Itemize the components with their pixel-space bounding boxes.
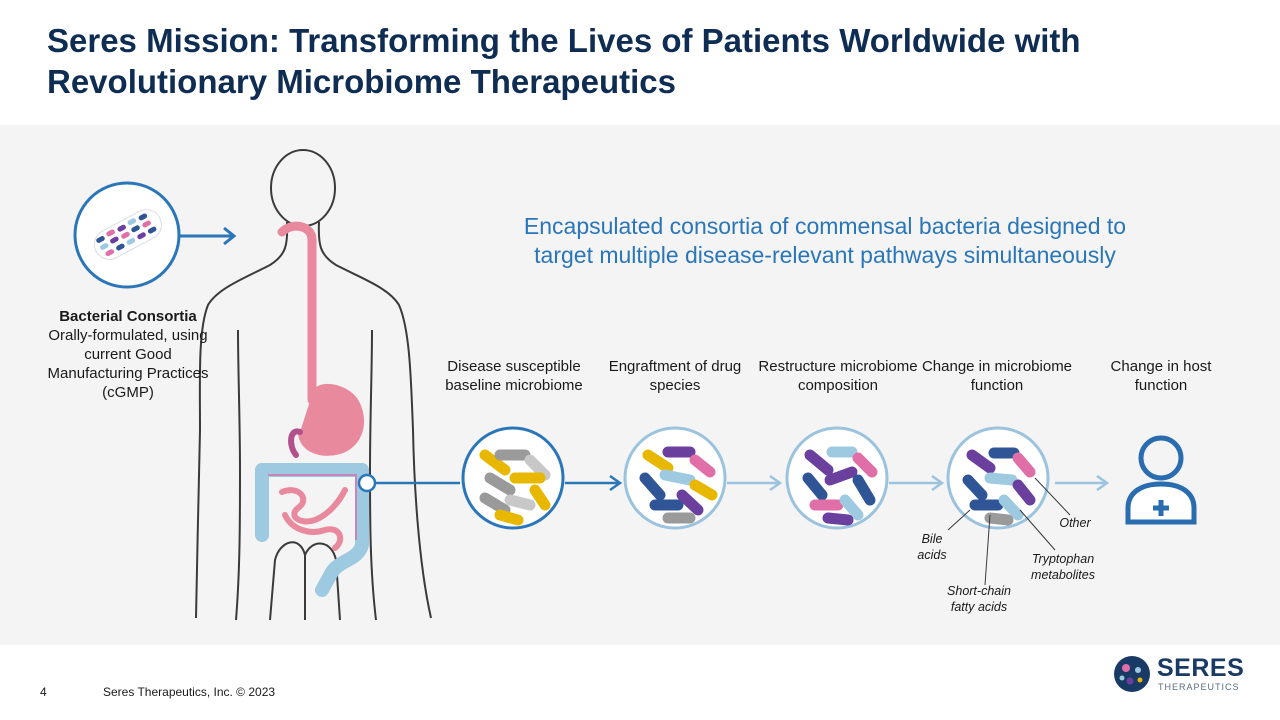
step-label-2: Engraftment of drug species <box>608 358 742 394</box>
microbiome-circle-1 <box>461 426 565 530</box>
annotation-bile: Bile acids <box>917 532 947 562</box>
consortia-text: Orally-formulated, using current Good Ma… <box>47 327 209 401</box>
microbiome-circle-4 <box>946 426 1071 586</box>
gut-marker-icon <box>357 473 377 493</box>
content-panel <box>0 125 1280 645</box>
microbiome-circle-3 <box>785 426 889 530</box>
step-label-5: Change in host function <box>1110 358 1212 394</box>
logo-name: SERES <box>1157 654 1245 682</box>
page-number: 4 <box>40 685 47 699</box>
arrow-icon <box>565 474 623 492</box>
headline: Encapsulated consortia of commensal bact… <box>523 213 1127 268</box>
consortia-description: Bacterial Consortia Orally-formulated, u… <box>42 307 214 402</box>
consortia-heading: Bacterial Consortia <box>59 308 197 325</box>
arrow-icon <box>1055 474 1110 492</box>
person-plus-icon <box>1125 435 1197 525</box>
annotation-tryptophan: Tryptophan metabolites <box>1031 552 1095 582</box>
arrow-icon <box>727 474 783 492</box>
copyright: Seres Therapeutics, Inc. © 2023 <box>103 685 276 699</box>
step-label-1: Disease susceptible baseline microbiome <box>445 358 583 394</box>
step-label-4: Change in microbiome function <box>921 358 1073 394</box>
microbiome-circle-2 <box>623 426 727 530</box>
arrow-icon <box>180 226 237 246</box>
annotation-scfa: Short-chain fatty acids <box>947 584 1011 614</box>
step-label-3: Restructure microbiome composition <box>758 358 918 394</box>
annotation-other: Other <box>1059 516 1091 530</box>
gi-tract-icon <box>255 221 369 597</box>
page-title: Seres Mission: Transforming the Lives of… <box>47 22 1081 100</box>
arrow-icon <box>889 474 945 492</box>
seres-logo-icon <box>1114 656 1150 692</box>
logo-sub: THERAPEUTICS <box>1158 682 1240 692</box>
capsule-icon <box>73 181 181 289</box>
